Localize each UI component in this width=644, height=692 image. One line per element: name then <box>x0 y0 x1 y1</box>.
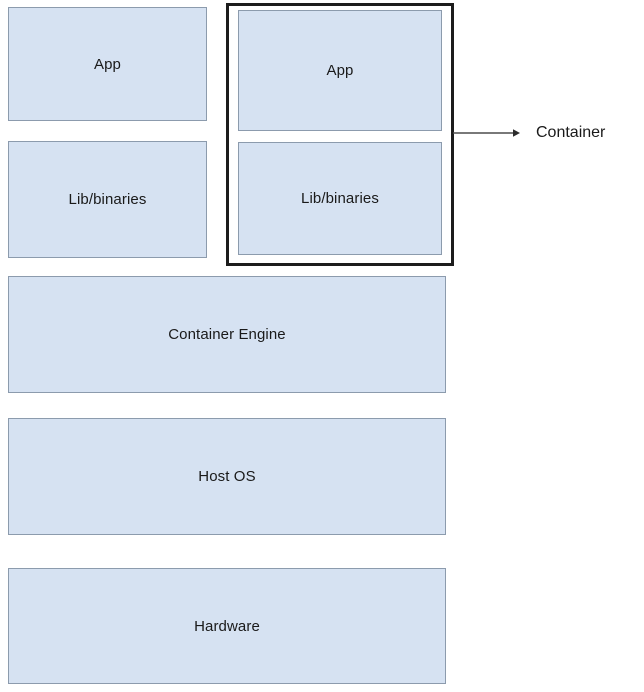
node-hardware[interactable]: Hardware <box>8 568 446 684</box>
node-label: Container Engine <box>168 326 286 343</box>
node-lib-binaries-right[interactable]: Lib/binaries <box>238 142 442 255</box>
arrow-right-icon <box>453 129 520 137</box>
node-label: Lib/binaries <box>301 190 379 207</box>
node-label: App <box>94 55 121 73</box>
node-lib-binaries-left[interactable]: Lib/binaries <box>8 141 207 258</box>
node-container-engine[interactable]: Container Engine <box>8 276 446 393</box>
node-host-os[interactable]: Host OS <box>8 418 446 535</box>
node-app-left[interactable]: App <box>8 7 207 121</box>
node-label: Host OS <box>198 468 256 485</box>
callout-label-container: Container <box>536 124 606 141</box>
node-label: App <box>326 62 354 79</box>
node-label: Hardware <box>194 617 260 635</box>
node-app-right[interactable]: App <box>238 10 442 131</box>
node-label: Lib/binaries <box>68 191 147 208</box>
